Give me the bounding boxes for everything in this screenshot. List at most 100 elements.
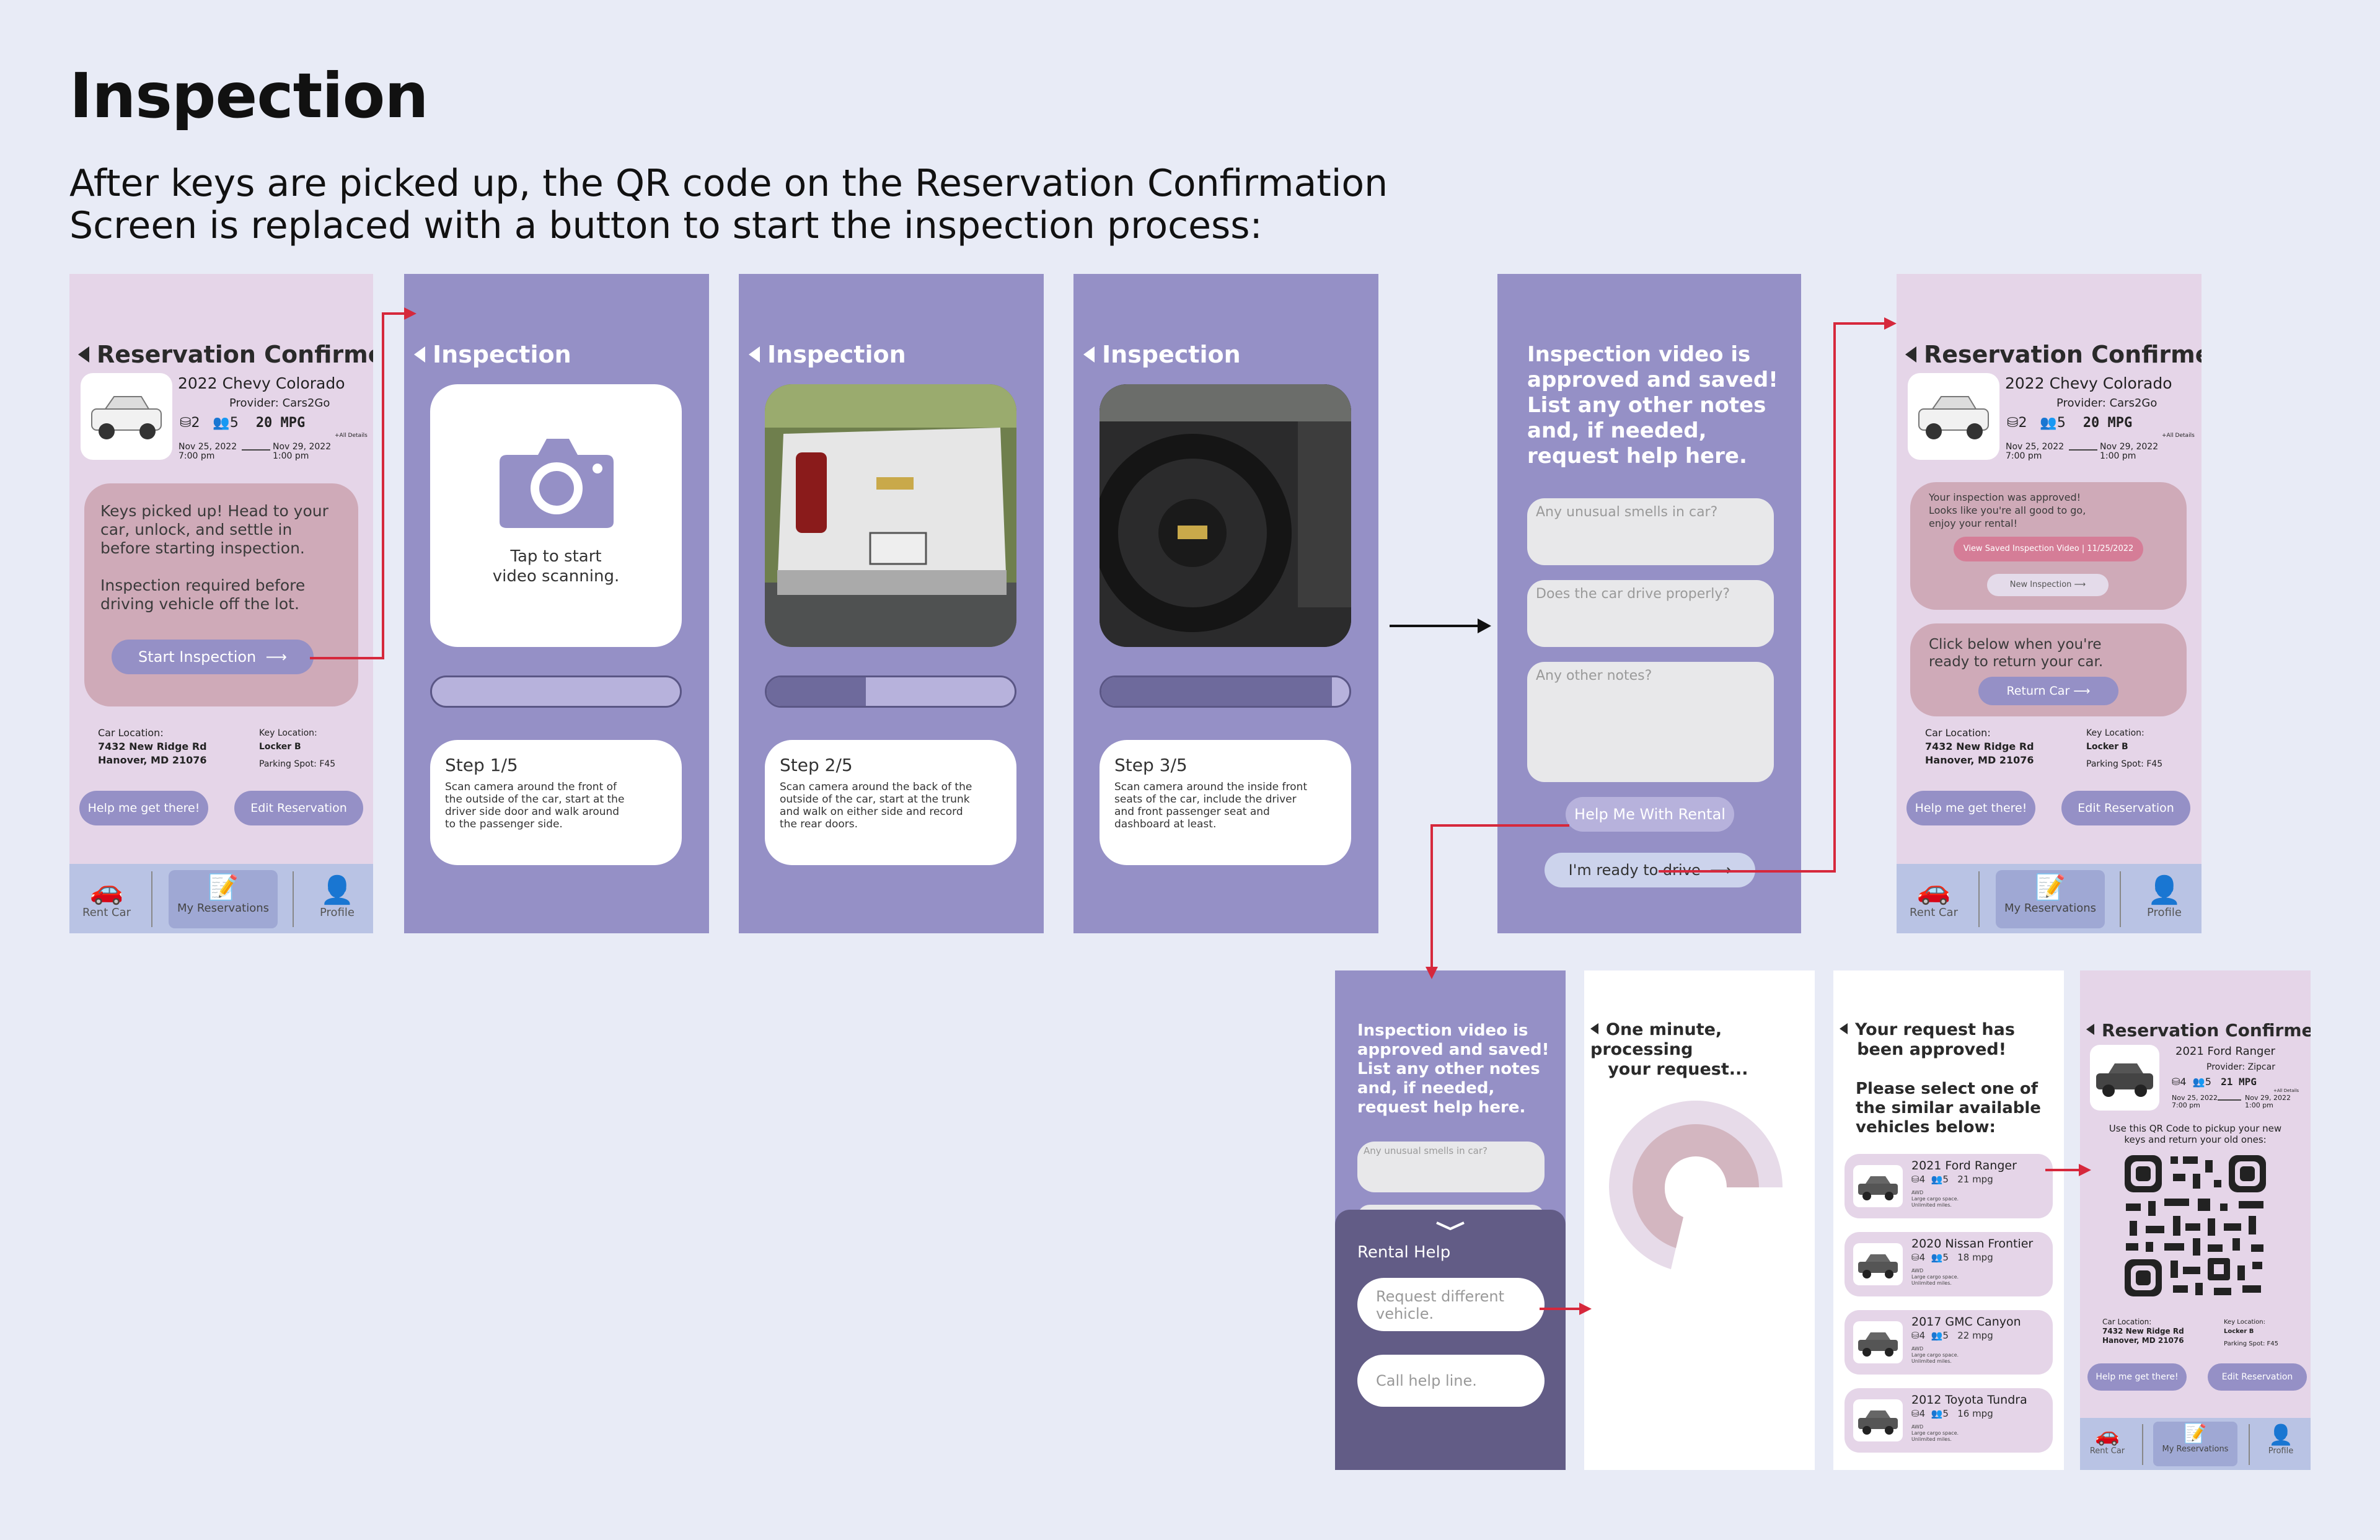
provider: Provider: Cars2Go xyxy=(2056,397,2157,410)
page-subtitle: After keys are picked up, the QR code on… xyxy=(69,162,1388,247)
header[interactable]: Inspection xyxy=(749,341,906,368)
header[interactable]: Inspection xyxy=(414,341,571,368)
all-details-link[interactable]: +All Details xyxy=(2273,1088,2299,1093)
edit-reservation-button[interactable]: Edit Reservation xyxy=(2208,1363,2307,1391)
people-icon: 👥 xyxy=(2040,415,2057,431)
camera-preview-interior xyxy=(1100,384,1351,647)
flow-arrowhead xyxy=(1478,618,1491,633)
screen-inspection-step2: Inspection Step 2/5 Scan camera around t… xyxy=(739,274,1044,933)
nav-rent-car[interactable]: 🚗Rent Car xyxy=(1908,874,1960,919)
header[interactable]: Inspection xyxy=(1083,341,1241,368)
chevron-down-icon[interactable] xyxy=(1435,1221,1465,1231)
document-icon: 📝 xyxy=(2035,873,2066,902)
help-me-get-there-button[interactable]: Help me get there! xyxy=(1906,791,2035,825)
step-card: Step 3/5 Scan camera around the inside f… xyxy=(1100,740,1351,865)
header[interactable]: Reservation Confirmed! xyxy=(2086,1020,2311,1041)
car-name: 2022 Chevy Colorado xyxy=(2005,374,2172,392)
truck-icon xyxy=(1858,1410,1898,1435)
seat-icon: ⛁ xyxy=(1911,1330,1919,1341)
back-icon[interactable] xyxy=(1083,346,1095,363)
back-icon[interactable] xyxy=(749,346,760,363)
header[interactable]: Your request has been approved! xyxy=(1840,1020,2063,1060)
progress-bar xyxy=(765,675,1016,708)
edit-reservation-button[interactable]: Edit Reservation xyxy=(2061,791,2190,825)
step-card: Step 1/5 Scan camera around the front of… xyxy=(430,740,682,865)
help-with-rental-button[interactable]: Help Me With Rental xyxy=(1566,797,1734,832)
nav-rent-car[interactable]: 🚗Rent Car xyxy=(2086,1423,2128,1456)
return-car-button[interactable]: Return Car ⟶ xyxy=(1978,677,2118,705)
new-inspection-button[interactable]: New Inspection ⟶ xyxy=(1987,574,2109,596)
flow-arrow xyxy=(1390,625,1479,627)
back-icon[interactable] xyxy=(1905,346,1916,363)
call-help-button[interactable]: Call help line. xyxy=(1357,1355,1545,1407)
car-thumbnail xyxy=(2090,1045,2159,1111)
truck-icon xyxy=(1858,1254,1898,1278)
all-details-link[interactable]: +All Details xyxy=(2162,433,2195,439)
nav-my-reservations[interactable]: 📝 My Reservations xyxy=(2153,1422,2237,1466)
people-icon: 👥 xyxy=(1931,1174,1943,1185)
nav-profile[interactable]: 👤Profile xyxy=(2138,874,2190,919)
people-icon: 👥 xyxy=(1931,1408,1943,1419)
document-icon: 📝 xyxy=(2184,1423,2207,1445)
loading-spinner-icon xyxy=(1609,1101,1783,1269)
bottom-nav: 🚗Rent Car 📝 My Reservations 👤Profile xyxy=(69,864,373,933)
screen-reservation-confirmed-3: Reservation Confirmed! 2021 Ford Ranger … xyxy=(2080,970,2311,1470)
all-details-link[interactable]: +All Details xyxy=(335,433,368,439)
edit-reservation-button[interactable]: Edit Reservation xyxy=(234,791,363,825)
nav-my-reservations[interactable]: 📝 My Reservations xyxy=(169,870,278,928)
page-title: Inspection xyxy=(69,59,429,132)
truck-icon xyxy=(1858,1176,1898,1200)
view-video-button[interactable]: View Saved Inspection Video | 11/25/2022 xyxy=(1954,537,2143,561)
header[interactable]: Reservation Confirmed! xyxy=(1905,341,2202,368)
car-thumbnail xyxy=(81,373,172,460)
back-icon[interactable] xyxy=(2086,1024,2094,1035)
screen-inspection-step3: Inspection Step 3/5 Scan camera around t… xyxy=(1073,274,1378,933)
approved-card: Your inspection was approved!Looks like … xyxy=(1910,482,2187,610)
progress-bar xyxy=(430,675,682,708)
qr-code-icon[interactable] xyxy=(2121,1151,2270,1300)
smells-input[interactable]: Any unusual smells in car? xyxy=(1357,1142,1545,1192)
people-icon: 👥 xyxy=(1931,1330,1943,1341)
other-notes-input[interactable]: Any other notes? xyxy=(1527,662,1774,782)
nav-my-reservations[interactable]: 📝 My Reservations xyxy=(1996,870,2105,928)
nav-rent-car[interactable]: 🚗Rent Car xyxy=(81,874,133,919)
help-me-get-there-button[interactable]: Help me get there! xyxy=(2087,1363,2187,1391)
step-card: Step 2/5 Scan camera around the back of … xyxy=(765,740,1016,865)
seat-icon: ⛁ xyxy=(2172,1076,2180,1088)
car-icon: 🚗 xyxy=(2095,1423,2120,1446)
seat-icon: ⛁ xyxy=(180,415,192,431)
car-name: 2022 Chevy Colorado xyxy=(178,374,345,392)
people-icon: 👥 xyxy=(1931,1252,1943,1263)
start-inspection-button[interactable]: Start Inspection ⟶ xyxy=(112,640,314,674)
back-icon[interactable] xyxy=(1590,1023,1598,1034)
arrow-icon xyxy=(2069,449,2097,451)
nav-profile[interactable]: 👤Profile xyxy=(2260,1423,2302,1456)
vehicle-thumbnail xyxy=(1853,1399,1903,1441)
screen-reservation-confirmed-1: Reservation Confirmed! 2022 Chevy Colora… xyxy=(69,274,373,933)
back-icon[interactable] xyxy=(414,346,425,363)
nav-profile[interactable]: 👤Profile xyxy=(311,874,363,919)
smells-input[interactable]: Any unusual smells in car? xyxy=(1527,498,1774,565)
truck-rear-image xyxy=(765,384,1016,647)
header[interactable]: One minute, processing your request... xyxy=(1590,1020,1748,1079)
ready-to-drive-button[interactable]: I'm ready to drive ⟶ xyxy=(1545,853,1755,887)
bottom-nav: 🚗Rent Car 📝 My Reservations 👤Profile xyxy=(1897,864,2202,933)
car-icon: 🚗 xyxy=(1916,874,1951,906)
help-me-get-there-button[interactable]: Help me get there! xyxy=(79,791,208,825)
drive-input[interactable]: Does the car drive properly? xyxy=(1527,580,1774,647)
specs: ⛁2 👥5 20 MPG xyxy=(180,415,306,431)
back-icon[interactable] xyxy=(78,346,89,363)
header[interactable]: Reservation Confirmed! xyxy=(78,341,373,368)
camera-icon[interactable] xyxy=(495,430,619,529)
back-icon[interactable] xyxy=(1840,1023,1848,1034)
profile-icon: 👤 xyxy=(2147,874,2182,906)
